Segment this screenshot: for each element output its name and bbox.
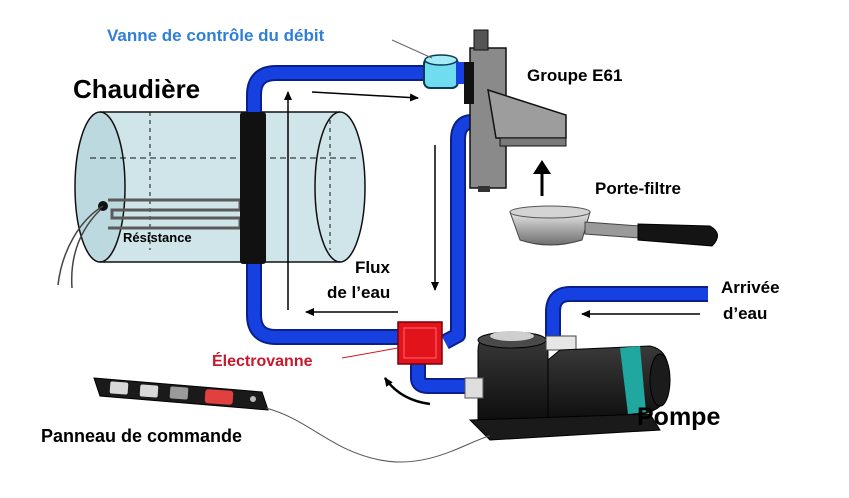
heater-label: Résistance: [123, 230, 192, 245]
flow-arrows: [284, 91, 700, 406]
portafilter-arrow: [533, 160, 551, 196]
boiler-label: Chaudière: [73, 74, 200, 104]
portafilter: [509, 205, 718, 247]
portafilter-label: Porte-filtre: [595, 179, 681, 198]
control-panel: [93, 377, 491, 463]
e61-group: [464, 29, 567, 192]
water-inlet-label-line2: d’eau: [723, 304, 767, 323]
water-inlet-label-line1: Arrivée: [721, 278, 780, 297]
pump: [464, 331, 671, 441]
water-flow-label-line1: Flux: [355, 258, 390, 277]
flow-valve-label: Vanne de contrôle du débit: [107, 26, 325, 45]
water-flow-label-line2: de l’eau: [327, 283, 390, 302]
pump-label: Pompe: [637, 403, 720, 431]
solenoid-label: Électrovanne: [212, 351, 313, 370]
boiler-band: [240, 112, 266, 264]
control-panel-label: Panneau de commande: [41, 426, 242, 446]
group-label: Groupe E61: [527, 66, 622, 85]
solenoid-valve: [341, 321, 443, 365]
flow-control-valve: [391, 39, 466, 89]
boiler: [74, 111, 366, 263]
